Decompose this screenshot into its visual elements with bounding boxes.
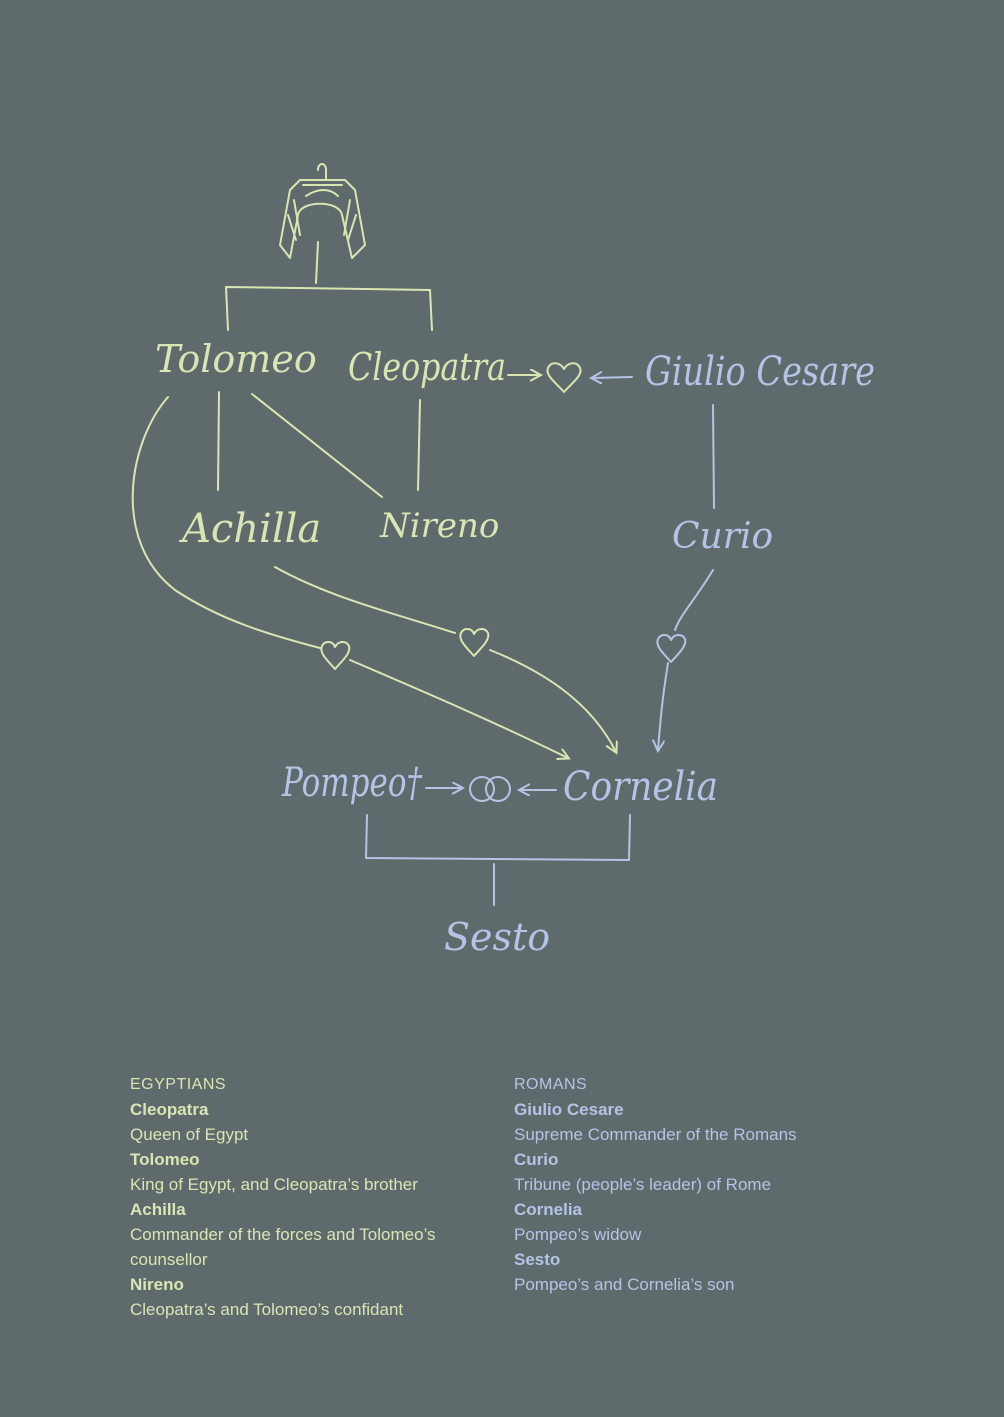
node-achilla: Achilla: [178, 506, 321, 552]
legend-heading: ROMANS: [514, 1072, 914, 1097]
heart-icon: [657, 635, 685, 662]
legend-desc: Queen of Egypt: [130, 1122, 500, 1147]
legend-desc: King of Egypt, and Cleopatra’s brother: [130, 1172, 500, 1197]
legend-romans: ROMANS Giulio Cesare Supreme Commander o…: [514, 1072, 914, 1297]
heart-icon: [321, 642, 349, 669]
wedding-rings-icon: [470, 777, 510, 801]
egyptian-connections: [133, 242, 616, 758]
legend-name: Achilla: [130, 1197, 500, 1222]
node-giulio-cesare: Giulio Cesare: [645, 349, 875, 395]
heart-icon: [547, 363, 580, 392]
node-tolomeo: Tolomeo: [155, 337, 317, 381]
legend-egyptians: EGYPTIANS Cleopatra Queen of Egypt Tolom…: [130, 1072, 500, 1322]
legend-desc: Pompeo’s widow: [514, 1222, 914, 1247]
legend-name: Tolomeo: [130, 1147, 500, 1172]
legend-desc: Commander of the forces and Tolomeo’s co…: [130, 1222, 500, 1272]
legend-desc: Tribune (people’s leader) of Rome: [514, 1172, 914, 1197]
node-curio: Curio: [672, 516, 773, 557]
legend-desc: Cleopatra’s and Tolomeo’s confidant: [130, 1297, 500, 1322]
node-nireno: Nireno: [379, 506, 499, 546]
legend-name: Giulio Cesare: [514, 1097, 914, 1122]
node-cornelia: Cornelia: [563, 764, 718, 810]
legend-desc: Supreme Commander of the Romans: [514, 1122, 914, 1147]
legend-desc: Pompeo’s and Cornelia’s son: [514, 1272, 914, 1297]
legend-name: Sesto: [514, 1247, 914, 1272]
pharaoh-headdress-icon: [280, 164, 365, 258]
legend-name: Nireno: [130, 1272, 500, 1297]
legend-name: Cleopatra: [130, 1097, 500, 1122]
legend-name: Curio: [514, 1147, 914, 1172]
node-sesto: Sesto: [444, 915, 550, 959]
node-pompeo: Pompeo†: [281, 760, 423, 806]
node-cleopatra: Cleopatra: [348, 345, 506, 389]
legend-name: Cornelia: [514, 1197, 914, 1222]
legend-heading: EGYPTIANS: [130, 1072, 500, 1097]
character-relationship-diagram: Tolomeo Cleopatra Giulio Cesare Achilla …: [0, 0, 1004, 1000]
heart-icon: [460, 629, 488, 656]
